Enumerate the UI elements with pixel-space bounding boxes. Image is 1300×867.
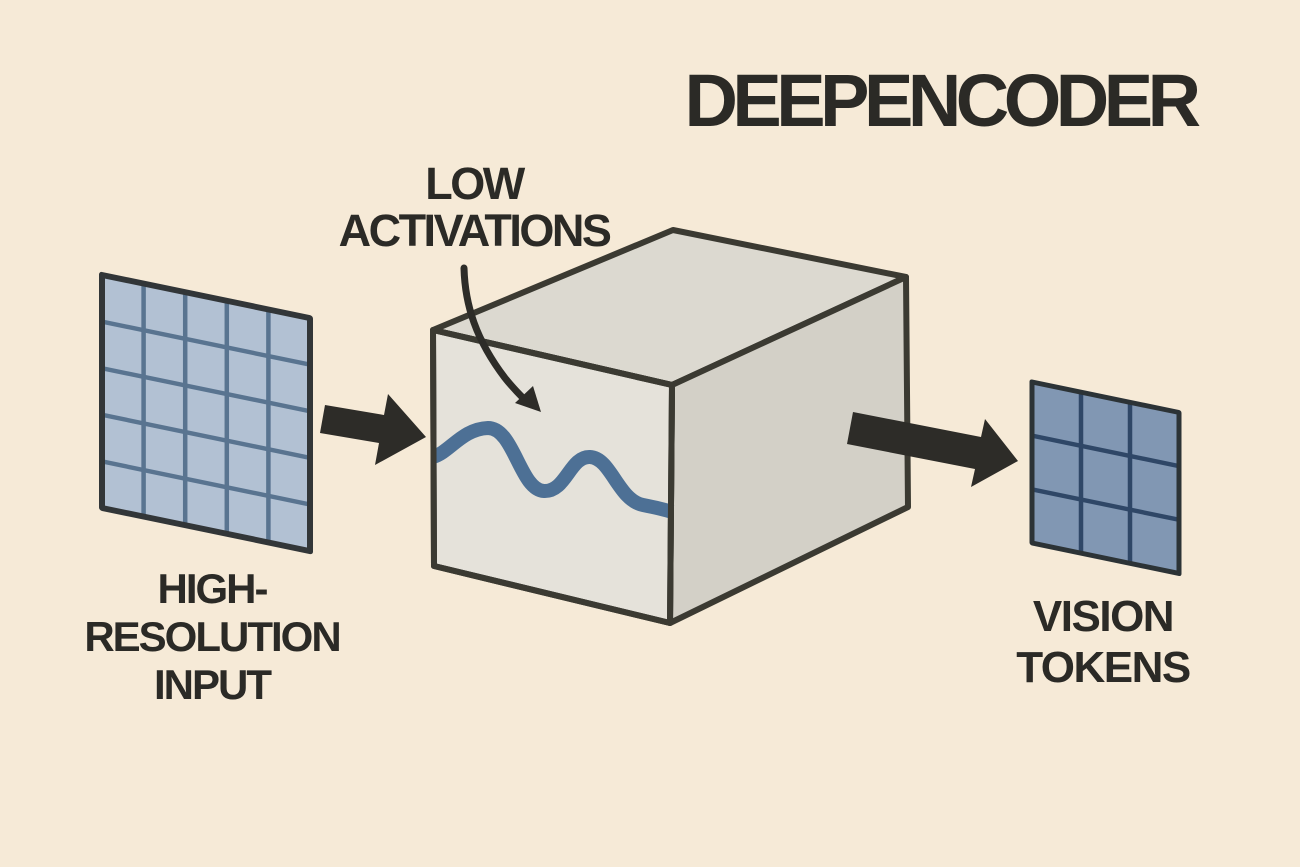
grid-line	[1032, 433, 1179, 469]
output-label-line1: VISION	[1033, 592, 1173, 641]
output-label-line2: TOKENS	[1016, 643, 1190, 692]
grid-line	[102, 319, 310, 367]
grid-cells	[1032, 382, 1179, 574]
input-label-line2: RESOLUTION	[84, 613, 339, 660]
input-label: HIGH- RESOLUTION INPUT	[84, 565, 341, 708]
curved-arrow-icon	[460, 264, 541, 412]
grid-line	[1032, 487, 1179, 523]
curved-arrow-shaft	[460, 264, 528, 403]
output-grid	[1029, 379, 1182, 576]
input-label-line1: HIGH-	[158, 565, 268, 612]
page-title: DEEPENCODER	[684, 59, 1199, 142]
arrow-right-icon	[847, 412, 1018, 487]
box-front-outline	[430, 327, 675, 626]
arrow-right-icon	[320, 394, 426, 465]
grid-line	[102, 412, 310, 461]
activations-label: LOW ACTIVATIONS	[339, 158, 614, 256]
grid-cells	[102, 275, 310, 552]
activation-wave	[430, 420, 675, 519]
activations-label-line2: ACTIVATIONS	[339, 205, 611, 256]
activations-label-line1: LOW	[425, 158, 525, 209]
grid-border	[99, 271, 313, 555]
input-label-line3: INPUT	[154, 661, 272, 708]
output-label: VISION TOKENS	[1016, 592, 1191, 692]
grid-line	[102, 459, 310, 507]
grid-border	[1029, 379, 1182, 576]
curved-arrow-head	[515, 386, 541, 412]
encoder-box	[430, 227, 911, 626]
grid-line	[102, 365, 310, 414]
input-grid	[99, 271, 313, 555]
